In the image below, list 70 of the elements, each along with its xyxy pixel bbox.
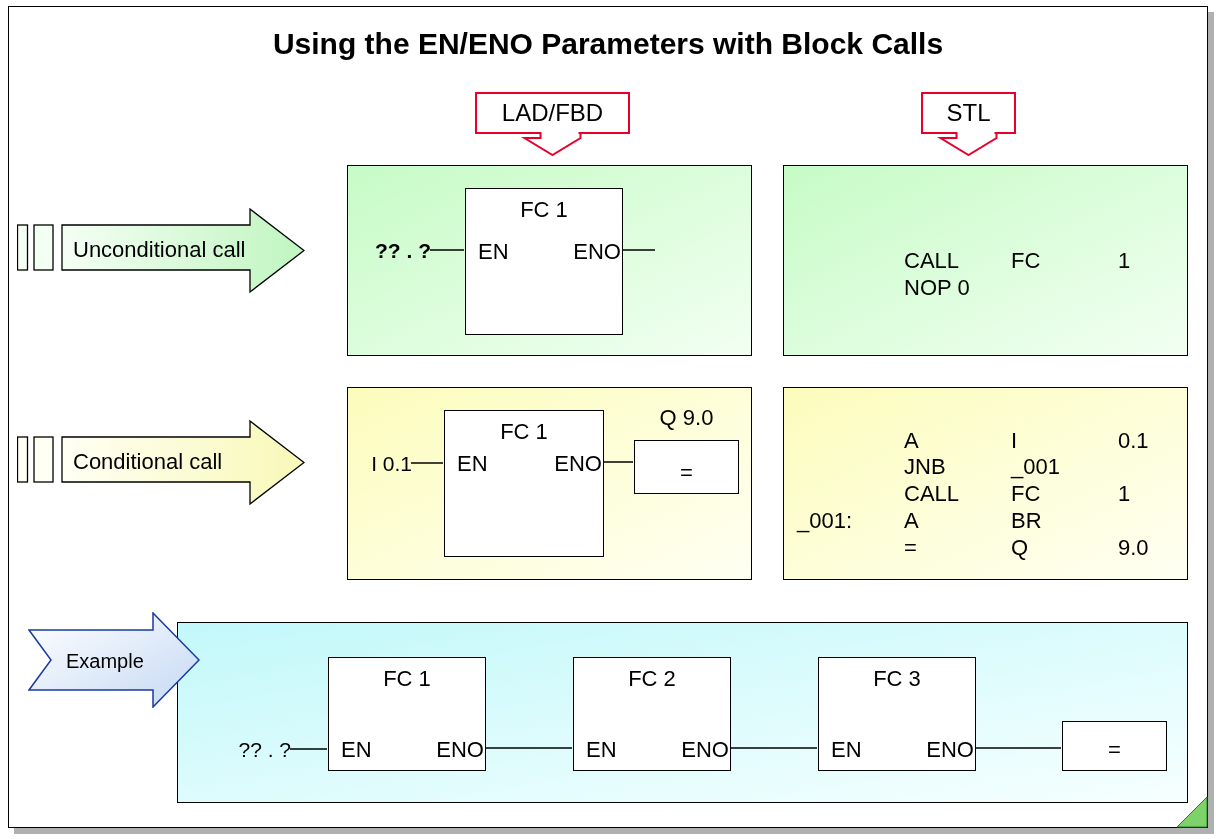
code-text: _001: [797, 509, 853, 533]
code-text: _001 [1011, 455, 1060, 479]
connection-line [621, 249, 656, 251]
callout-arrow [921, 92, 1016, 156]
operand-text: I 0.1 [371, 452, 412, 476]
pin-label: EN [341, 738, 372, 762]
block-arrow [17, 420, 305, 505]
code-panel [783, 387, 1188, 580]
coil-symbol: = [679, 461, 694, 485]
code-text: I [1011, 429, 1018, 453]
connection-line [289, 748, 328, 750]
connection-line [602, 461, 634, 463]
block-title: FC 1 [499, 420, 549, 444]
callout-arrow [475, 92, 630, 156]
slide-title: Using the EN/ENO Parameters with Block Calls [271, 26, 945, 62]
pin-label: EN [831, 738, 862, 762]
code-text: NOP 0 [904, 276, 970, 300]
header-label: LAD/FBD [500, 99, 605, 127]
pin-label: EN [586, 738, 617, 762]
output-coil [1062, 721, 1167, 771]
code-text: BR [1011, 509, 1042, 533]
pin-label: ENO [573, 240, 621, 264]
block-title: FC 2 [627, 667, 677, 691]
block-title: FC 3 [872, 667, 922, 691]
pin-label: ENO [926, 738, 974, 762]
connection-line [974, 747, 1062, 749]
code-text: A [904, 429, 919, 453]
output-coil [634, 440, 739, 494]
code-text: FC [1011, 482, 1041, 506]
block-title: FC 1 [382, 667, 432, 691]
chevron-arrow [28, 612, 200, 708]
code-text: A [904, 509, 919, 533]
code-text: 9.0 [1118, 536, 1149, 560]
code-text: FC [1011, 249, 1041, 273]
code-text: JNB [904, 455, 946, 479]
code-text: 0.1 [1118, 429, 1149, 453]
connection-line [484, 747, 573, 749]
block-arrow [17, 208, 305, 293]
function-block [573, 657, 731, 771]
arrow-label: Conditional call [73, 449, 223, 475]
panel [347, 387, 752, 580]
function-block [328, 657, 486, 771]
code-text: 1 [1118, 249, 1131, 273]
code-text: 1 [1118, 482, 1131, 506]
pin-label: ENO [681, 738, 729, 762]
coil-symbol: = [1107, 738, 1122, 762]
code-text: Q [1011, 536, 1029, 560]
panel [177, 622, 1188, 803]
connection-line [410, 462, 444, 464]
operand-text: ?? . ? [238, 738, 291, 762]
address-label: Q 9.0 [658, 406, 715, 430]
connection-line [729, 747, 818, 749]
connection-line [429, 249, 465, 251]
code-text: CALL [904, 249, 960, 273]
arrow-label: Example [66, 649, 144, 673]
code-text: CALL [904, 482, 960, 506]
pin-label: EN [457, 452, 488, 476]
function-block [465, 188, 623, 335]
function-block [818, 657, 976, 771]
panel [347, 165, 752, 356]
pin-label: ENO [554, 452, 602, 476]
code-panel [783, 165, 1188, 356]
pin-label: ENO [436, 738, 484, 762]
block-title: FC 1 [519, 198, 569, 222]
arrow-label: Unconditional call [73, 237, 246, 263]
pin-label: EN [478, 240, 509, 264]
function-block [444, 410, 604, 557]
operand-text: ?? . ? [375, 239, 431, 263]
code-text: = [904, 536, 917, 560]
header-label: STL [945, 99, 992, 127]
